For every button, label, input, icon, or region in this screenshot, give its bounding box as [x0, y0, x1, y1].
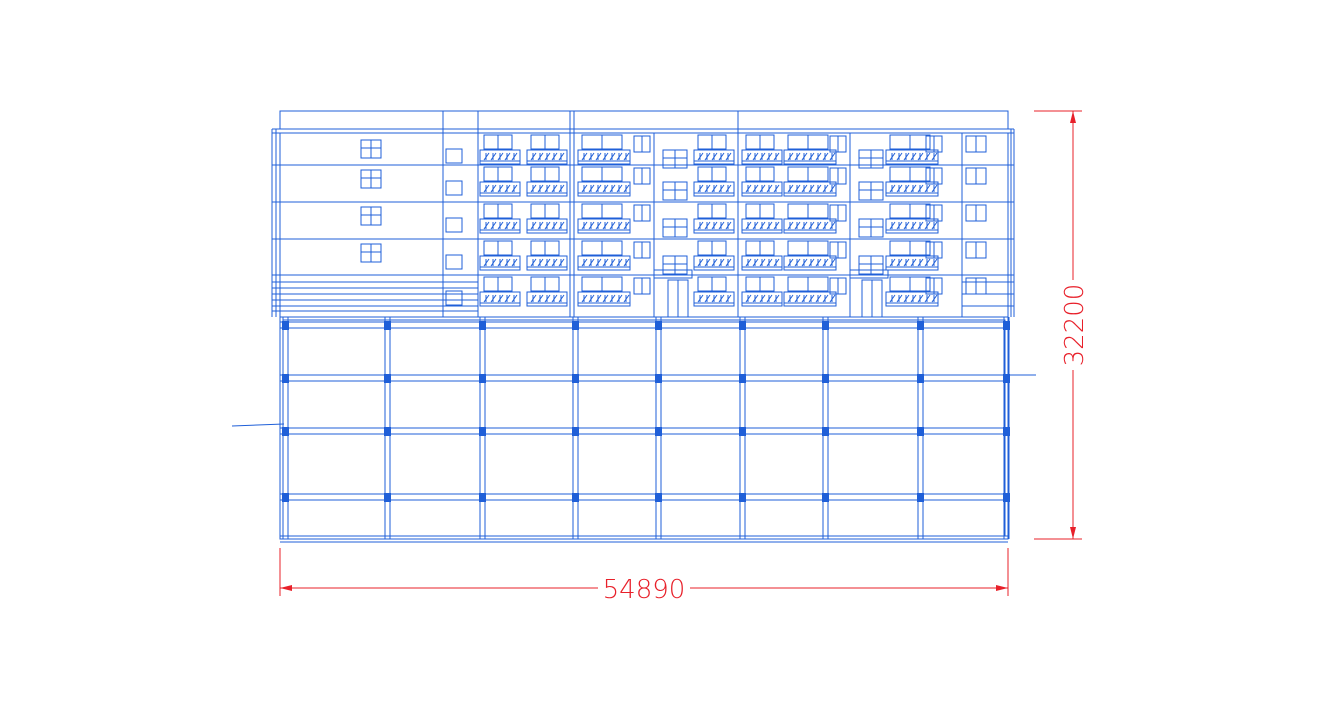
column-6-0 — [822, 321, 829, 330]
balcony-rail-4-3 — [693, 291, 735, 307]
balcony-rail-4-6 — [885, 291, 939, 307]
column-7-0 — [917, 321, 924, 330]
column-2-2 — [479, 427, 486, 436]
balcony-rail-1-3 — [693, 181, 735, 197]
column-6-2 — [822, 427, 829, 436]
entrance-canopy-0 — [653, 269, 693, 279]
column-0-0 — [282, 321, 289, 330]
column-1-0 — [384, 321, 391, 330]
elevation-windows — [360, 134, 987, 318]
balcony-rail-4-2 — [577, 291, 631, 307]
column-8-3 — [1003, 493, 1010, 502]
balcony-rail-0-5 — [783, 149, 837, 165]
plan-columns — [282, 321, 1010, 502]
balcony-rail-0-2 — [577, 149, 631, 165]
balcony-rail-3-2 — [577, 255, 631, 271]
column-3-3 — [572, 493, 579, 502]
width-arrow-right — [996, 585, 1008, 591]
column-5-2 — [739, 427, 746, 436]
column-2-0 — [479, 321, 486, 330]
balcony-rail-0-0 — [479, 149, 521, 165]
column-7-1 — [917, 374, 924, 383]
column-1-1 — [384, 374, 391, 383]
balcony-rail-3-0 — [479, 255, 521, 271]
plan-grid — [231, 316, 1036, 543]
balcony-rail-0-1 — [526, 149, 568, 165]
balcony-rail-3-6 — [885, 255, 939, 271]
balcony-rail-3-5 — [783, 255, 837, 271]
tab-window-0 — [445, 148, 463, 164]
column-5-3 — [739, 493, 746, 502]
column-5-1 — [739, 374, 746, 383]
height-arrow-top — [1070, 111, 1076, 123]
column-3-0 — [572, 321, 579, 330]
entrance-canopy-1 — [849, 269, 889, 279]
balcony-rail-4-0 — [479, 291, 521, 307]
column-0-3 — [282, 493, 289, 502]
balcony-rail-2-0 — [479, 218, 521, 234]
leader-line-left — [231, 423, 285, 427]
balcony-rail-3-4 — [741, 255, 783, 271]
balcony-rail-0-4 — [741, 149, 783, 165]
balcony-rail-1-0 — [479, 181, 521, 197]
tab-window-1 — [445, 180, 463, 196]
balcony-rail-1-2 — [577, 181, 631, 197]
column-8-2 — [1003, 427, 1010, 436]
column-8-0 — [1003, 321, 1010, 330]
tab-window-4 — [445, 290, 463, 306]
column-2-3 — [479, 493, 486, 502]
column-4-1 — [655, 374, 662, 383]
column-4-2 — [655, 427, 662, 436]
column-5-0 — [739, 321, 746, 330]
column-0-2 — [282, 427, 289, 436]
column-4-3 — [655, 493, 662, 502]
balcony-rail-2-3 — [693, 218, 735, 234]
column-3-1 — [572, 374, 579, 383]
column-7-3 — [917, 493, 924, 502]
balcony-rail-2-4 — [741, 218, 783, 234]
balcony-rail-1-5 — [783, 181, 837, 197]
balcony-rail-4-4 — [741, 291, 783, 307]
column-6-1 — [822, 374, 829, 383]
width-dimension-label: 54890 — [603, 575, 686, 605]
balcony-rail-2-5 — [783, 218, 837, 234]
column-2-1 — [479, 374, 486, 383]
column-3-2 — [572, 427, 579, 436]
width-arrow-left — [280, 585, 292, 591]
balcony-rail-4-5 — [783, 291, 837, 307]
column-0-1 — [282, 374, 289, 383]
column-1-3 — [384, 493, 391, 502]
balcony-rail-1-4 — [741, 181, 783, 197]
balcony-rail-2-6 — [885, 218, 939, 234]
tab-window-2 — [445, 217, 463, 233]
balcony-rail-1-6 — [885, 181, 939, 197]
balcony-rail-4-1 — [526, 291, 568, 307]
height-dimension-label: 32200 — [1060, 284, 1090, 367]
column-4-0 — [655, 321, 662, 330]
column-1-2 — [384, 427, 391, 436]
balcony-rail-1-1 — [526, 181, 568, 197]
roof-parapet — [279, 110, 1009, 130]
balcony-rail-0-6 — [885, 149, 939, 165]
balcony-rail-0-3 — [693, 149, 735, 165]
balcony-rail-2-1 — [526, 218, 568, 234]
balcony-rail-2-2 — [577, 218, 631, 234]
balcony-rail-3-1 — [526, 255, 568, 271]
balcony-rail-3-3 — [693, 255, 735, 271]
column-6-3 — [822, 493, 829, 502]
dimension-annotations: 54890 32200 — [279, 110, 1090, 605]
building-elevation — [271, 110, 1015, 318]
column-7-2 — [917, 427, 924, 436]
height-arrow-bottom — [1070, 527, 1076, 539]
tab-window-3 — [445, 254, 463, 270]
column-8-1 — [1003, 374, 1010, 383]
